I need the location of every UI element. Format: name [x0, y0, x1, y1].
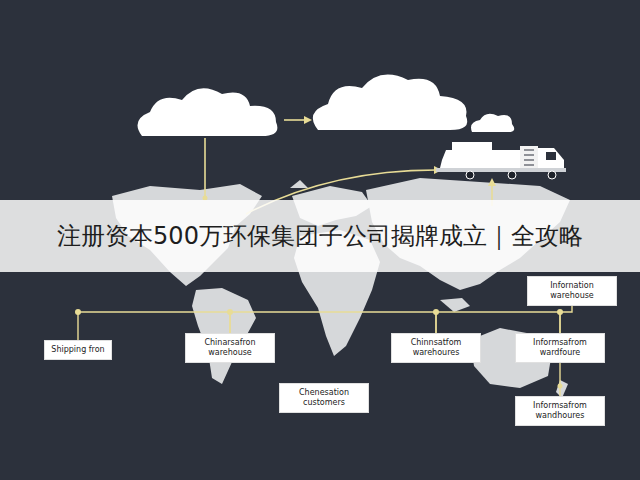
box-label: Informsafrom wandhoures — [522, 401, 598, 421]
title-band: 注册资本500万环保集团子公司揭牌成立｜全攻略 — [0, 200, 640, 272]
warehouse-box: Informsafrom wandhoures — [515, 396, 605, 426]
warehouse-box: Chinarsafron warehouse — [185, 333, 275, 363]
warehouse-box: Shipping fron — [44, 340, 112, 360]
connector-line — [559, 363, 560, 396]
box-label: Chinarsafron warehouse — [192, 338, 268, 358]
connector-line — [436, 312, 560, 333]
warehouse-box: Infornation warehouse — [527, 276, 617, 306]
clouds — [138, 75, 515, 136]
warehouse-box: Informsafrom wardfoure — [515, 333, 605, 363]
connector-line — [560, 306, 572, 333]
title-text: 注册资本500万环保集团子公司揭牌成立｜全攻略 — [57, 220, 583, 252]
box-label: Shipping fron — [51, 345, 105, 355]
box-label: Informsafrom wardfoure — [522, 338, 598, 358]
warehouse-box: Chinnsatfom warehoures — [391, 333, 481, 363]
connector-line — [230, 312, 436, 333]
warehouse-box: Chenesation customers — [279, 383, 369, 413]
box-label: Chinnsatfom warehoures — [398, 338, 474, 358]
box-label: Infornation warehouse — [534, 281, 610, 301]
box-label: Chenesation customers — [286, 388, 362, 408]
junction-dots — [75, 309, 563, 389]
truck — [436, 142, 566, 179]
